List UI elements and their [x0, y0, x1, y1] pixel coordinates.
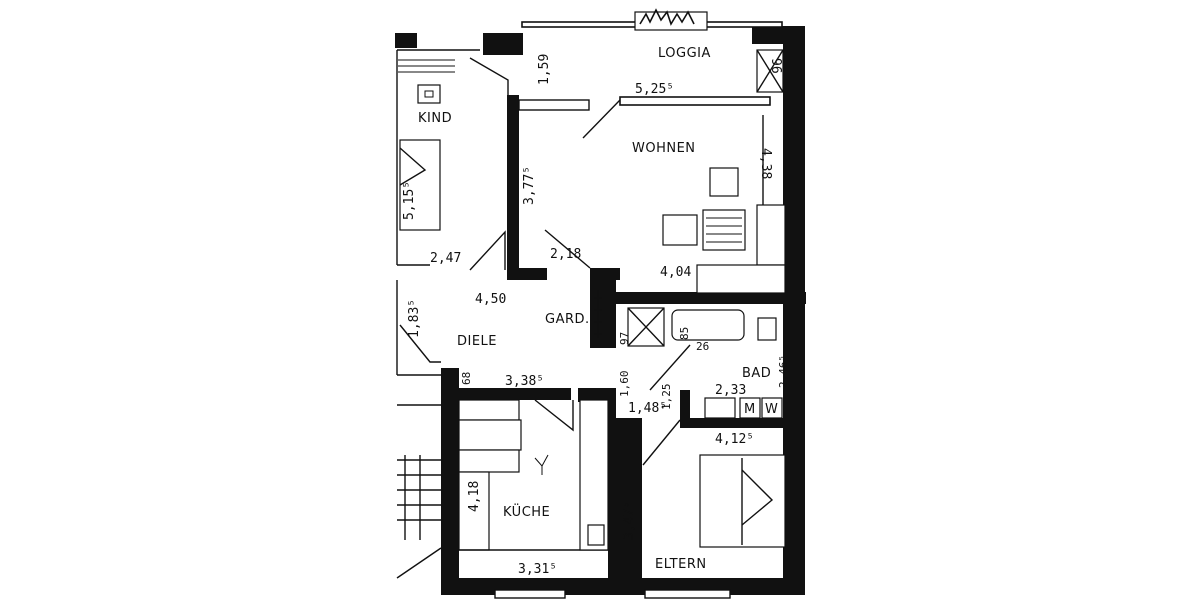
walls [395, 21, 806, 599]
dim-diele-338: 3,38⁵ [505, 374, 544, 389]
dim-diele-length: 4,50 [475, 292, 506, 307]
wohnen-window-top-left [518, 99, 590, 111]
dim-bad-side: 2,46⁵ [777, 355, 790, 388]
room-label-kind: KIND [418, 111, 452, 126]
kueche-window [494, 589, 566, 599]
dim-hall-125: 1,25 [660, 384, 673, 411]
wohnen-table [662, 214, 698, 246]
door-swing-kind-loggia [469, 57, 509, 95]
room-label-diele: DIELE [457, 334, 497, 349]
wall-segment [578, 388, 608, 402]
dim-bath-small: 97 [618, 332, 631, 345]
dim-eltern-width: 4,12⁵ [715, 432, 754, 447]
dim-wohnen-width: 3,77⁵ [522, 166, 537, 205]
dim-bad-width: 2,33 [715, 383, 746, 398]
kind-bed [399, 139, 441, 231]
wohnen-sofa [702, 209, 746, 251]
wall-kueche-eltern [608, 388, 616, 588]
bad-bathtub [671, 309, 745, 341]
door-swing-kueche [534, 399, 574, 432]
kind-desk [417, 84, 441, 104]
bad-sink [757, 317, 777, 341]
washer-label-m: M [744, 402, 756, 417]
wall-segment [483, 33, 523, 55]
kueche-counter-top [458, 399, 520, 421]
bad-toilet [704, 397, 736, 419]
room-label-eltern: ELTERN [655, 557, 707, 572]
furniture [399, 8, 774, 526]
dim-hall-160: 1,60 [618, 371, 631, 398]
door-swing-wohnen [544, 229, 591, 269]
wohnen-armchair [709, 167, 739, 197]
kueche-table-mark [534, 454, 549, 475]
washer-label-w: W [765, 402, 778, 417]
kind-bed-pillow [399, 147, 427, 186]
room-label-loggia: LOGGIA [658, 46, 711, 61]
dim-diele-top: 2,18 [550, 247, 581, 262]
wall-bad-eltern [680, 418, 805, 428]
loggia-plant-icon [634, 8, 708, 31]
door-swing-bad [649, 344, 691, 391]
dim-kind-width: 2,47 [430, 251, 461, 266]
wall-segment [507, 268, 547, 280]
dim-eltern-side: 3,47⁵ [622, 501, 637, 540]
shaft-x [627, 307, 665, 347]
dim-bath-85: 85 [678, 327, 691, 340]
kueche-fridge [587, 524, 605, 546]
washer-m-box [739, 397, 761, 419]
door-swing-wohnen-loggia [582, 99, 621, 139]
kueche-stove [458, 449, 520, 473]
dim-diele-side: 1,83⁵ [407, 299, 422, 338]
room-labels: LOGGIA KIND WOHNEN DIELE GARD. BAD KÜCHE… [418, 46, 778, 572]
dim-bath-26: 26 [696, 340, 709, 353]
wall-bath-left [590, 268, 616, 348]
door-swing-eltern [642, 419, 681, 466]
kueche-sink [458, 419, 522, 451]
dim-wohnen-height: 4,38 [758, 148, 773, 179]
wall-exterior-left [441, 368, 459, 593]
dim-wohnen-bottom: 4,04 [660, 265, 691, 280]
room-label-kueche: KÜCHE [503, 503, 550, 520]
door-swing-kind [469, 230, 506, 271]
dimensions: 1,59 5,25⁵ 96 5,15⁵ 2,47 3,77⁵ 4,38 4,04… [402, 54, 790, 577]
dim-diele-68: 68 [460, 372, 473, 385]
wohnen-cabinet [756, 204, 786, 266]
wall-exterior-right [783, 26, 805, 588]
dim-loggia-width: 5,25⁵ [635, 82, 674, 97]
eltern-bed-pillow [741, 469, 774, 526]
washer-w-box [761, 397, 783, 419]
eltern-window [644, 589, 731, 599]
wall-segment [680, 390, 690, 426]
wall-segment [395, 33, 417, 48]
wall-bath-top [616, 292, 806, 304]
kind-desk-detail [424, 90, 434, 98]
door-swing-entry [399, 324, 441, 363]
room-label-gard: GARD. [545, 312, 590, 327]
dim-loggia-depth: 1,59 [537, 54, 552, 85]
wohnen-sideboard [696, 264, 786, 294]
wall-segment [752, 26, 802, 44]
dim-kueche-width: 3,31⁵ [518, 562, 557, 577]
dim-hall-148: 1,48⁵ [628, 401, 667, 416]
wall-kueche-top [441, 388, 571, 400]
doors [399, 57, 691, 466]
dim-kind-length: 5,15⁵ [402, 181, 417, 220]
wall-eltern-left [616, 418, 642, 588]
wohnen-window-top [619, 96, 771, 106]
dim-loggia-side: 96 [768, 58, 783, 74]
kueche-left-cabinets [458, 471, 490, 551]
room-label-wohnen: WOHNEN [632, 141, 696, 156]
room-label-bad: BAD [742, 366, 771, 381]
wall-wohnen-kind [507, 95, 519, 280]
dim-kueche-side: 4,18 [467, 481, 482, 512]
shaft-x [756, 49, 784, 93]
stair-door [396, 547, 442, 579]
garderobe-hooks-icon [594, 290, 602, 338]
